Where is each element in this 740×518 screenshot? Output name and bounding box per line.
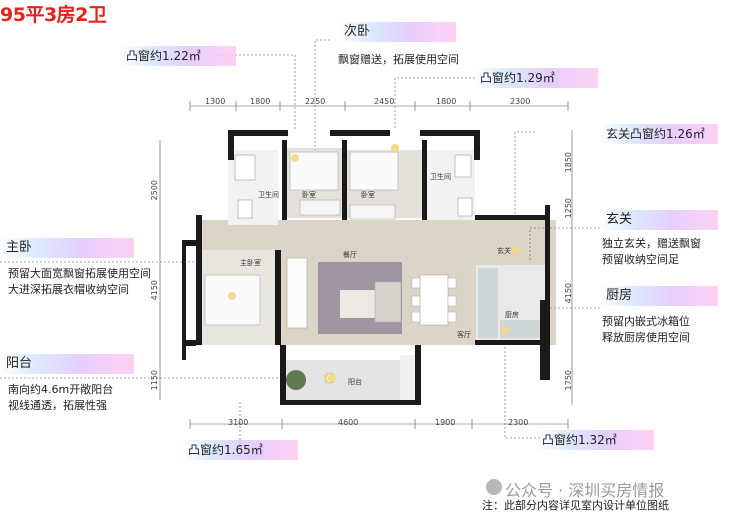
second-bedroom-desc: 飘窗赠送，拓展使用空间 xyxy=(338,53,459,66)
master-desc-2: 大进深拓展衣帽收纳空间 xyxy=(8,283,129,296)
dim-left-2: 4150 xyxy=(150,280,159,301)
room-kitchen: 厨房 xyxy=(505,311,519,319)
callout-bay-window-bottom-left: 凸窗约1.65㎡ xyxy=(182,440,298,460)
callout-bay-window-bottom-right: 凸窗约1.32㎡ xyxy=(536,430,654,450)
callout-entry: 玄关 xyxy=(600,210,718,230)
kitchen-desc-2: 释放厨房使用空间 xyxy=(602,331,690,344)
dim-right-4: 1750 xyxy=(564,370,573,391)
page-title: 95平3房2卫 xyxy=(0,4,107,26)
room-bedroom-2: 卧室 xyxy=(361,191,375,199)
room-bath-right: 卫生间 xyxy=(430,173,451,181)
dim-right-3: 4150 xyxy=(564,283,573,304)
callout-bay-window-top-mid: 凸窗约1.29㎡ xyxy=(474,68,598,88)
dim-top-5: 1800 xyxy=(436,97,457,106)
callout-kitchen: 厨房 xyxy=(600,286,718,306)
dim-top-1: 1300 xyxy=(205,97,226,106)
callout-second-bedroom: 次卧 xyxy=(338,22,456,42)
room-dining: 餐厅 xyxy=(343,251,357,259)
entry-desc-1: 独立玄关，赠送飘窗 xyxy=(602,237,701,250)
entry-desc-2: 预留收纳空间足 xyxy=(602,253,679,266)
dim-right-2: 1250 xyxy=(564,198,573,219)
wechat-icon xyxy=(486,479,502,495)
master-desc-1: 预留大面宽飘窗拓展使用空间 xyxy=(8,267,151,280)
dim-left-1: 2500 xyxy=(150,180,159,201)
room-bath-left: 卫生间 xyxy=(258,191,279,199)
dim-bottom-4: 2300 xyxy=(508,418,529,427)
kitchen-desc-1: 预留内嵌式冰箱位 xyxy=(602,315,690,328)
dim-right-1: 1850 xyxy=(564,152,573,173)
dim-top-6: 2300 xyxy=(510,97,531,106)
dim-bottom-2: 4600 xyxy=(338,418,359,427)
dim-bottom-1: 3100 xyxy=(228,418,249,427)
dim-top-2: 1800 xyxy=(250,97,271,106)
dim-top-3: 2250 xyxy=(305,97,326,106)
callout-balcony: 阳台 xyxy=(0,354,134,374)
balcony-desc-2: 视线通透，拓展性强 xyxy=(8,399,107,412)
room-bedroom-1: 卧室 xyxy=(302,191,316,199)
room-balcony: 阳台 xyxy=(348,378,362,386)
balcony-desc-1: 南向约4.6m开敞阳台 xyxy=(8,383,114,396)
watermark: 公众号 · 深圳买房情报 xyxy=(505,481,665,500)
room-living: 客厅 xyxy=(457,331,471,339)
dim-bottom-3: 1900 xyxy=(435,418,456,427)
callout-entry-bay-window: 玄关凸窗约1.26㎡ xyxy=(600,124,718,144)
callout-bay-window-top-left: 凸窗约1.22㎡ xyxy=(120,46,236,66)
dim-left-3: 1150 xyxy=(150,370,159,391)
dim-top-4: 2450 xyxy=(374,97,395,106)
room-master: 主卧室 xyxy=(240,259,261,267)
footnote: 注：此部分内容详见室内设计单位图纸 xyxy=(482,499,669,512)
callout-master: 主卧 xyxy=(0,238,134,258)
room-entry: 玄关 xyxy=(497,247,511,255)
